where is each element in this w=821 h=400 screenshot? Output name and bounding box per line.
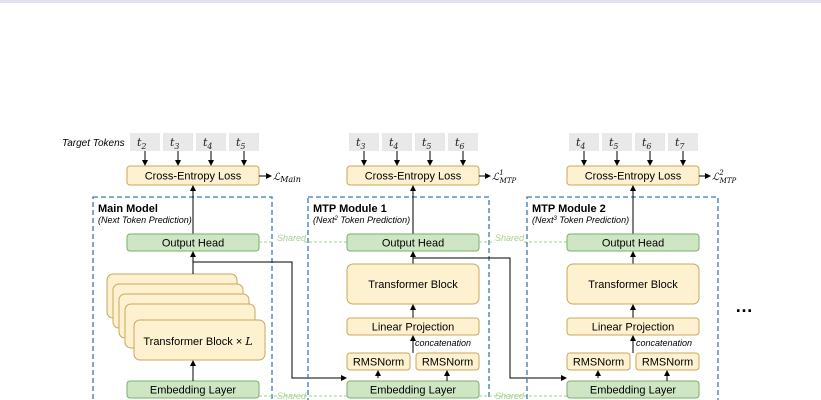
main-token-4-cell bbox=[229, 133, 259, 151]
main-token-2-cell bbox=[163, 133, 193, 151]
mtp2-concat-label: concatenation bbox=[636, 338, 692, 348]
mtp2-embedding-box bbox=[566, 380, 700, 399]
mtp1-container bbox=[307, 196, 490, 400]
shared-head-label-bg-2 bbox=[493, 233, 523, 244]
mtp2-transformer-label: Transformer Block bbox=[588, 279, 678, 291]
mtp1-token-2-cell bbox=[382, 133, 412, 151]
main-token-3-cell bbox=[196, 133, 226, 151]
shared-head-label-1: Shared bbox=[277, 233, 307, 243]
mtp1-token-4: t6 bbox=[455, 136, 465, 151]
mtp1-rmsnorm-left-label: RMSNorm bbox=[353, 357, 404, 369]
mtp2-token-1-cell bbox=[569, 133, 599, 151]
mtp1-token-1-cell bbox=[349, 133, 379, 151]
main-token-2: t3 bbox=[170, 136, 180, 151]
mtp1-token-1: t3 bbox=[356, 136, 366, 151]
mtp1-embedding-box bbox=[346, 380, 480, 399]
mtp2-linear-label: Linear Projection bbox=[592, 322, 675, 334]
mtp2-subtitle: (Next3 Token Prediction) bbox=[532, 215, 629, 225]
mtp1-token-4-cell bbox=[448, 133, 478, 151]
mtp1-linear-label: Linear Projection bbox=[372, 322, 455, 334]
main-output-head-label: Output Head bbox=[162, 238, 224, 250]
mtp1-token-3: t5 bbox=[422, 136, 432, 151]
mtp1-to-mtp2-connector bbox=[413, 257, 567, 381]
shared-head-label-2: Shared bbox=[495, 233, 525, 243]
mtp1-transformer-label: Transformer Block bbox=[368, 279, 458, 291]
main-token-1-cell bbox=[130, 133, 160, 151]
mtp2-embedding-label: Embedding Layer bbox=[590, 385, 677, 397]
mtp2-token-2-cell bbox=[602, 133, 632, 151]
shared-embed-label-2: Shared bbox=[495, 391, 525, 400]
main-model-title: Main Model bbox=[98, 203, 158, 215]
main-token-4: t5 bbox=[236, 136, 246, 151]
mtp2-token-3-cell bbox=[635, 133, 665, 151]
continuation-ellipsis: … bbox=[735, 296, 753, 316]
mtp1-concat-label: concatenation bbox=[415, 338, 471, 348]
main-model-group: t2 t3 t4 t5 Cross-Entropy Loss ℒMain Mai… bbox=[92, 133, 347, 400]
mtp1-token-3-cell bbox=[415, 133, 445, 151]
mtp2-title: MTP Module 2 bbox=[532, 203, 606, 215]
main-model-container bbox=[92, 196, 273, 400]
shared-embed-label-1: Shared bbox=[277, 391, 307, 400]
mtp2-token-4: t7 bbox=[675, 136, 685, 151]
mtp2-container bbox=[526, 196, 719, 400]
mtp2-output-head-label: Output Head bbox=[602, 238, 664, 250]
target-tokens-label: Target Tokens bbox=[62, 138, 125, 149]
mtp2-loss-label: Cross-Entropy Loss bbox=[585, 171, 682, 183]
mtp1-output-head-label: Output Head bbox=[382, 238, 444, 250]
mtp2-rmsnorm-right-label: RMSNorm bbox=[642, 357, 693, 369]
mtp2-rmsnorm-left-label: RMSNorm bbox=[573, 357, 624, 369]
mtp2-token-3: t6 bbox=[642, 136, 652, 151]
mtp2-token-4-cell bbox=[668, 133, 698, 151]
mtp1-loss-label: Cross-Entropy Loss bbox=[365, 171, 462, 183]
mtp1-embedding-label: Embedding Layer bbox=[370, 385, 457, 397]
main-transformer-block-box bbox=[133, 319, 266, 361]
mtp2-token-2: t5 bbox=[609, 136, 619, 151]
mtp1-token-2: t4 bbox=[389, 136, 399, 151]
mtp2-token-1: t4 bbox=[576, 136, 586, 151]
mtp1-title: MTP Module 1 bbox=[313, 203, 387, 215]
main-token-1: t2 bbox=[137, 136, 147, 151]
main-to-mtp1-connector bbox=[193, 261, 347, 381]
mtp1-subtitle: (Next2 Token Prediction) bbox=[313, 215, 410, 225]
main-loss-symbol: ℒMain bbox=[273, 172, 301, 184]
main-model-subtitle: (Next Token Prediction) bbox=[98, 215, 192, 225]
main-token-3: t4 bbox=[203, 136, 213, 151]
mtp1-rmsnorm-right-label: RMSNorm bbox=[422, 357, 473, 369]
main-embedding-label: Embedding Layer bbox=[150, 385, 237, 397]
shared-head-label-bg-1 bbox=[274, 233, 304, 244]
main-transformer-block-label: Transformer Block × L bbox=[143, 335, 252, 348]
top-border bbox=[0, 0, 821, 3]
main-loss-label: Cross-Entropy Loss bbox=[145, 171, 242, 183]
